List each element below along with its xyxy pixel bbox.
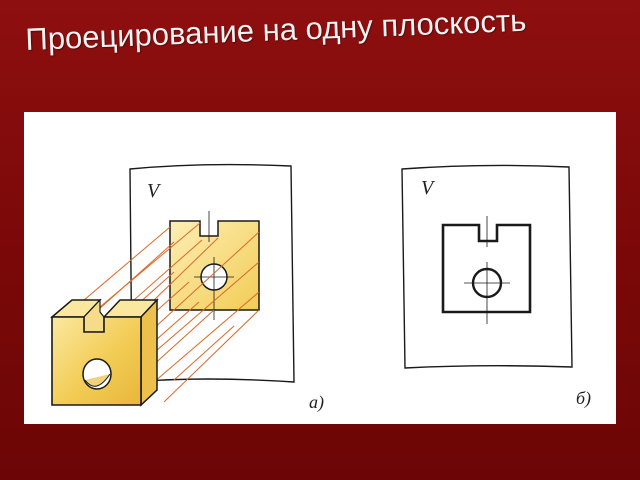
projection-rays — [63, 222, 260, 403]
caption-a: а) — [309, 392, 324, 413]
caption-b: б) — [576, 388, 591, 409]
projected-part-left — [169, 211, 260, 320]
3d-part — [49, 298, 159, 407]
slide-title: Проецирование на одну плоскость — [24, 2, 527, 57]
projection-figure: V — [49, 163, 591, 413]
plane-label-right: V — [421, 177, 436, 199]
figure-panel: V — [24, 112, 616, 424]
plane-label-left: V — [147, 180, 162, 202]
projected-part-right — [441, 216, 532, 324]
